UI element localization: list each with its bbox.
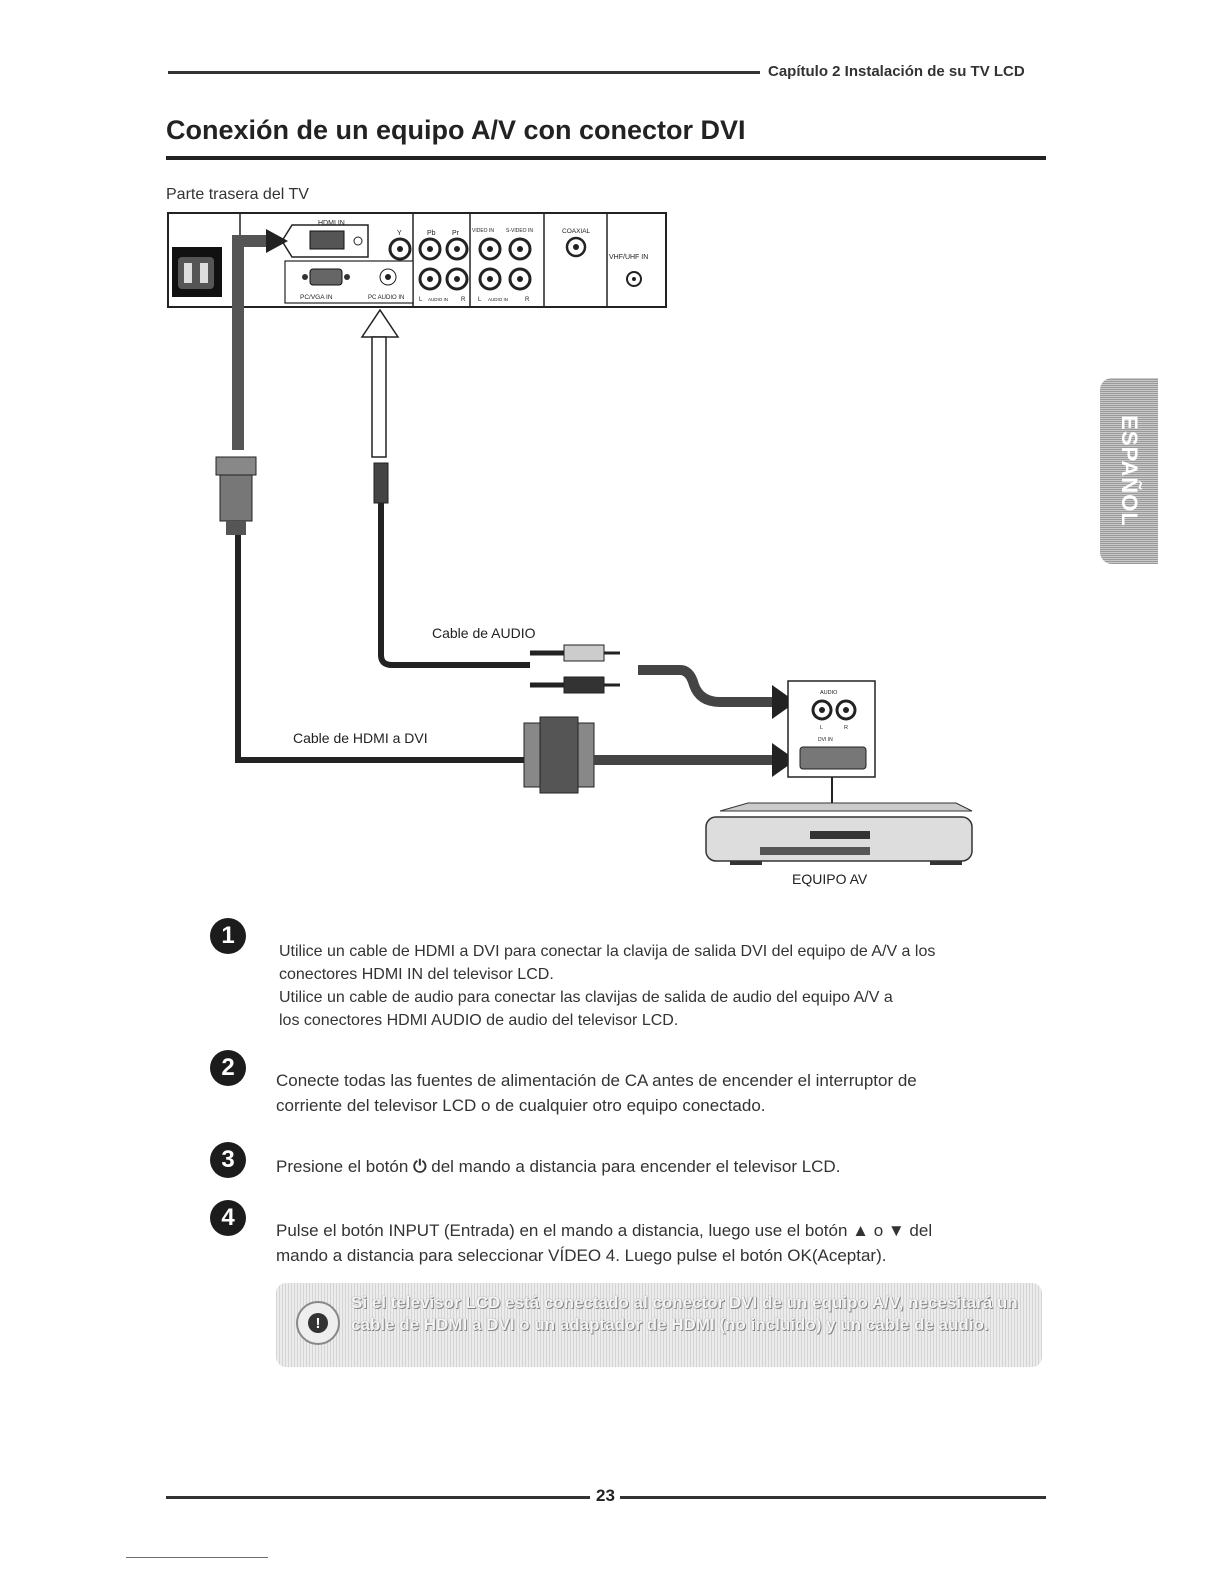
svg-text:Pb: Pb (427, 230, 436, 237)
svg-text:R: R (844, 725, 848, 731)
title-rule (166, 156, 1046, 160)
audio-cable-label: Cable de AUDIO (432, 625, 536, 641)
step-1-badge: 1 (210, 918, 246, 954)
step-2-text: Conecte todas las fuentes de alimentació… (276, 1071, 917, 1115)
pc-audio-in-label: PC AUDIO IN (368, 295, 404, 301)
connection-diagram: HDMI IN PC/VGA IN PC AUDIO IN Y Pb Pr L … (167, 212, 973, 865)
footer-rule-left (166, 1496, 590, 1499)
video-jacks: VIDEO IN S-VIDEO IN L AUDIO IN R (472, 228, 533, 303)
note-box: ! Si el televisor LCD está conectado al … (276, 1283, 1042, 1367)
pc-vga-in-label: PC/VGA IN (300, 294, 333, 301)
svg-text:R: R (461, 297, 466, 303)
svg-text:VHF/UHF IN: VHF/UHF IN (609, 254, 648, 261)
hdmi-dvi-cable-label: Cable de HDMI a DVI (293, 730, 428, 746)
svg-text:Pr: Pr (452, 230, 460, 237)
component-jacks: Y Pb Pr L AUDIO IN R (388, 230, 469, 303)
step-3-text: Presione el botón ⏻ del mando a distanci… (276, 1157, 841, 1176)
power-socket-icon (172, 247, 222, 297)
svg-text:DVI IN: DVI IN (818, 737, 833, 743)
hdmi-dvi-cable (215, 229, 850, 794)
step-3-badge: 3 (210, 1142, 246, 1178)
step-4-text: Pulse el botón INPUT (Entrada) en el man… (276, 1221, 933, 1265)
step-4-badge: 4 (210, 1200, 246, 1236)
language-tab: ESPAÑOL (1100, 378, 1158, 564)
svg-text:COAXIAL: COAXIAL (562, 228, 591, 235)
bottom-underline (126, 1557, 268, 1558)
av-device-panel: AUDIO L R DVI IN (787, 680, 876, 805)
svg-text:AUDIO IN: AUDIO IN (488, 297, 508, 302)
svg-text:AUDIO: AUDIO (820, 690, 838, 696)
av-device-label: EQUIPO AV (792, 871, 868, 887)
svg-text:VIDEO IN: VIDEO IN (472, 228, 494, 234)
footer-rule-right (620, 1496, 1046, 1499)
step-2-badge: 2 (210, 1050, 246, 1086)
power-icon: ⏻ (413, 1157, 427, 1176)
svg-text:S-VIDEO IN: S-VIDEO IN (506, 228, 533, 234)
av-device-icon (705, 802, 973, 865)
svg-text:Y: Y (397, 230, 402, 237)
coaxial-jack: COAXIAL (562, 228, 591, 258)
pc-vga-port: PC/VGA IN PC AUDIO IN (284, 260, 414, 304)
header-rule (168, 71, 760, 74)
hdmi-in-port: HDMI IN (281, 220, 369, 258)
svg-text:AUDIO IN: AUDIO IN (428, 297, 448, 302)
warning-icon: ! (296, 1301, 340, 1345)
hdmi-in-label: HDMI IN (318, 220, 345, 227)
vhf-uhf-jack: VHF/UHF IN (609, 254, 648, 287)
language-tab-label: ESPAÑOL (1117, 415, 1142, 527)
page-title: Conexión de un equipo A/V con conector D… (166, 115, 746, 145)
svg-text:L: L (419, 297, 423, 303)
audio-cable (360, 308, 796, 719)
svg-text:R: R (525, 297, 530, 303)
step-1-text: Utilice un cable de HDMI a DVI para cone… (279, 943, 936, 1029)
note-text: Si el televisor LCD está conectado al co… (351, 1293, 1018, 1334)
page-number: 23 (596, 1486, 615, 1505)
tv-back-panel: HDMI IN PC/VGA IN PC AUDIO IN Y Pb Pr L … (167, 212, 667, 308)
chapter-title: Capítulo 2 Instalación de su TV LCD (768, 63, 1025, 80)
svg-text:L: L (820, 725, 823, 731)
svg-text:L: L (478, 297, 482, 303)
tv-back-label: Parte trasera del TV (166, 186, 309, 203)
